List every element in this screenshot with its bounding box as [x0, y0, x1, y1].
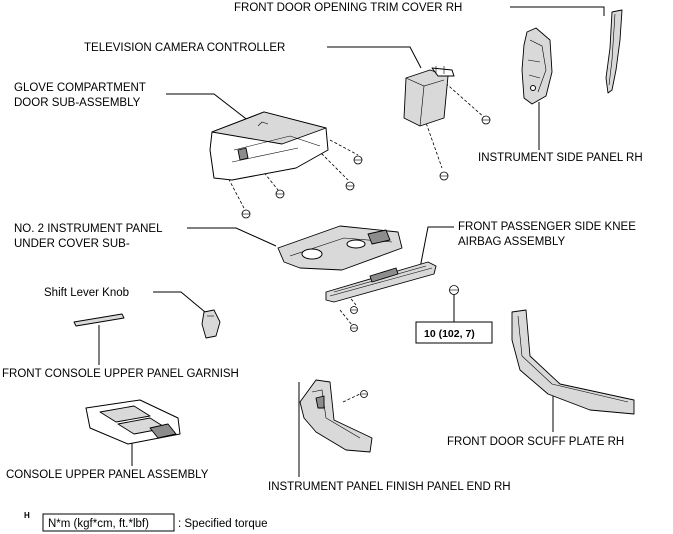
bolt	[449, 285, 459, 295]
label-knee-airbag-line2: AIRBAG ASSEMBLY	[458, 236, 565, 248]
label-instrument-side-panel: INSTRUMENT SIDE PANEL RH	[478, 152, 643, 164]
bolt	[241, 209, 251, 219]
legend-units-text: N*m (kgf*cm, ft.*lbf)	[48, 518, 149, 530]
bolt	[275, 189, 285, 199]
glove-compartment-door	[209, 111, 329, 181]
legend-units-box	[42, 513, 175, 532]
television-camera-controller	[403, 66, 455, 127]
front-door-scuff-plate	[511, 309, 635, 415]
shift-lever-knob	[201, 309, 221, 339]
label-front-door-opening-trim-cover: FRONT DOOR OPENING TRIM COVER RH	[234, 2, 462, 14]
bolt	[353, 155, 363, 165]
bolt	[345, 181, 355, 191]
no2-instrument-panel-under-cover	[277, 225, 403, 271]
legend-description: : Specified torque	[178, 518, 268, 530]
label-glove-compartment-line1: GLOVE COMPARTMENT	[14, 82, 146, 94]
label-console-upper-panel: CONSOLE UPPER PANEL ASSEMBLY	[6, 469, 209, 481]
console-upper-panel-assembly	[85, 399, 181, 445]
label-front-console-garnish: FRONT CONSOLE UPPER PANEL GARNISH	[2, 368, 239, 380]
label-glove-compartment-line2: DOOR SUB-ASSEMBLY	[14, 97, 141, 109]
bolt	[481, 115, 491, 125]
legend-marker: H	[24, 511, 30, 520]
knee-airbag-assembly	[325, 261, 437, 303]
bolt	[350, 306, 358, 314]
torque-spec-value: 10 (102, 7)	[424, 328, 475, 340]
label-no2-under-cover-line1: NO. 2 INSTRUMENT PANEL	[14, 223, 163, 235]
label-no2-under-cover-line2: UNDER COVER SUB-	[14, 238, 130, 250]
bolt	[350, 324, 358, 332]
label-shift-lever-knob: Shift Lever Knob	[44, 287, 129, 299]
front-door-opening-trim-cover	[605, 9, 623, 94]
label-instrument-panel-finish-end: INSTRUMENT PANEL FINISH PANEL END RH	[268, 481, 511, 493]
label-front-door-scuff-plate: FRONT DOOR SCUFF PLATE RH	[447, 436, 624, 448]
front-console-upper-panel-garnish	[73, 313, 125, 327]
label-knee-airbag-line1: FRONT PASSENGER SIDE KNEE	[458, 221, 636, 233]
bolt	[360, 390, 368, 398]
fasteners	[241, 115, 491, 398]
label-television-camera-controller: TELEVISION CAMERA CONTROLLER	[84, 42, 285, 54]
instrument-panel-finish-panel-end	[299, 379, 373, 453]
bolt	[439, 171, 449, 181]
instrument-side-panel	[521, 27, 553, 105]
